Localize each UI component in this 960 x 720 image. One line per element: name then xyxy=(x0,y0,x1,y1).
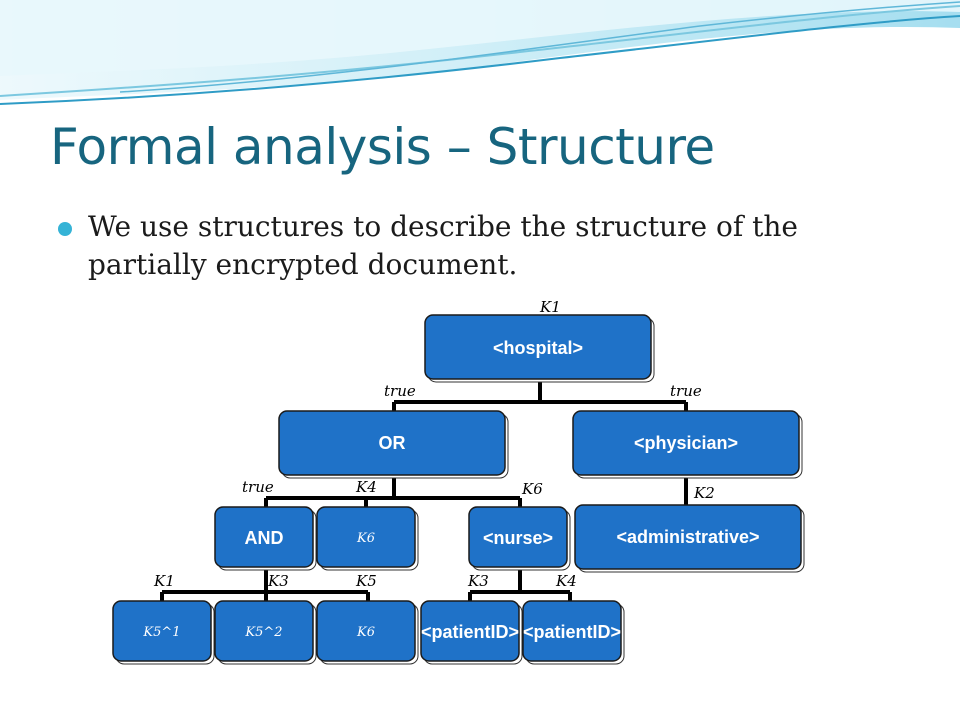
edge-label-hospital-physician: true xyxy=(670,382,702,400)
root-key-label: K1 xyxy=(539,298,561,316)
node-hospital: <hospital> xyxy=(424,314,655,383)
edge-label-nurse-p1: K3 xyxy=(467,572,489,590)
node-k6-leaf: K6 xyxy=(316,600,419,665)
svg-text:<physician>: <physician> xyxy=(634,433,738,453)
edge-label-physician-admin: K2 xyxy=(693,484,715,502)
node-patientid-1: <patientID> xyxy=(420,600,523,665)
svg-text:K5^2: K5^2 xyxy=(244,625,282,640)
node-nurse: <nurse> xyxy=(468,506,571,571)
edge-label-and-k51: K1 xyxy=(153,572,175,590)
bullet-dot-icon xyxy=(58,222,72,236)
edge-label-and-k6: K5 xyxy=(355,572,377,590)
node-or: OR xyxy=(278,410,509,479)
bullet-text: We use structures to describe the struct… xyxy=(88,210,798,281)
edge-labels: K1 true true true K4 K6 K2 K1 K3 K5 K3 K… xyxy=(153,298,715,590)
header-wave-decoration xyxy=(0,0,960,105)
edge-label-nurse-p2: K4 xyxy=(555,572,577,590)
node-and: AND xyxy=(214,506,317,571)
svg-text:K6: K6 xyxy=(356,531,375,546)
edge-label-or-k6: K4 xyxy=(355,478,377,496)
node-administrative: <administrative> xyxy=(574,504,805,573)
svg-text:K5^1: K5^1 xyxy=(142,625,180,640)
slide-title: Formal analysis – Structure xyxy=(50,118,715,176)
edge-label-or-and: true xyxy=(242,478,274,496)
svg-text:<nurse>: <nurse> xyxy=(483,528,553,548)
edge-hospital-children xyxy=(392,382,688,412)
node-k5-1: K5^1 xyxy=(112,600,215,665)
node-k5-2: K5^2 xyxy=(214,600,317,665)
svg-text:K6: K6 xyxy=(356,625,375,640)
node-physician: <physician> xyxy=(572,410,803,479)
edge-and-children xyxy=(160,568,370,602)
svg-text:AND: AND xyxy=(245,528,284,548)
tree-edges xyxy=(160,382,688,602)
svg-text:<patientID>: <patientID> xyxy=(523,622,621,642)
edge-label-and-k52: K3 xyxy=(267,572,289,590)
svg-text:<patientID>: <patientID> xyxy=(421,622,519,642)
svg-text:OR: OR xyxy=(379,433,406,453)
edge-label-hospital-or: true xyxy=(384,382,416,400)
node-patientid-2: <patientID> xyxy=(522,600,625,665)
svg-text:<administrative>: <administrative> xyxy=(616,527,759,547)
edge-label-or-nurse: K6 xyxy=(521,480,543,498)
node-k6: K6 xyxy=(316,506,419,571)
svg-text:<hospital>: <hospital> xyxy=(493,338,583,358)
edge-or-children xyxy=(264,476,522,508)
edge-nurse-children xyxy=(468,568,572,602)
